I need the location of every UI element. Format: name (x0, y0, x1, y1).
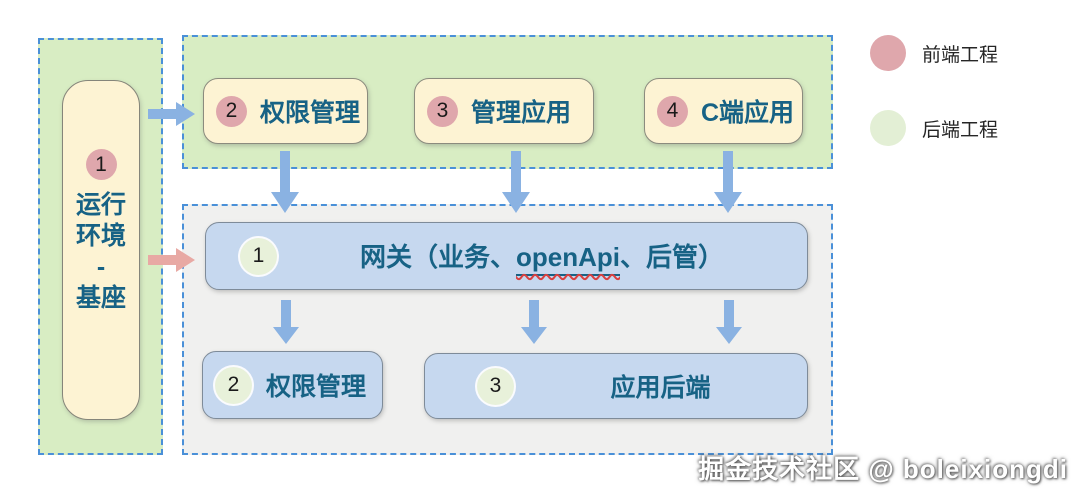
backend-number-badge: 3 (477, 367, 514, 405)
frontend-number-badge: 4 (657, 95, 688, 127)
frontend-node-label: 权限管理 (260, 99, 361, 127)
base-node-label-line: 运行 (75, 191, 126, 219)
arrow-base-to-frontend-icon (148, 101, 195, 127)
frontend-node-auth: 2 权限管理 (203, 78, 368, 144)
legend-label-backend: 后端工程 (922, 119, 999, 141)
arrow-admin-to-gateway-icon (502, 151, 530, 213)
base-node-label-line: - (96, 253, 106, 281)
arrow-gateway-to-appbackend-icon (521, 300, 547, 344)
frontend-number-badge: 3 (427, 95, 458, 127)
backend-number-badge: 2 (215, 366, 252, 404)
frontend-swatch-icon (870, 35, 906, 71)
watermark: 掘金技术社区 @ boleixiongdi (698, 454, 1068, 484)
backend-gateway-node: 1 网关（业务、openApi、后管） (205, 222, 808, 290)
legend-item-backend: 后端工程 (870, 110, 998, 146)
gateway-label-prefix: 网关（业务、 (359, 241, 516, 272)
frontend-node-admin-app: 3 管理应用 (414, 78, 594, 144)
backend-number-badge: 1 (240, 237, 277, 275)
legend-item-frontend: 前端工程 (870, 35, 998, 71)
frontend-node-label: 管理应用 (471, 99, 572, 127)
base-runtime-node: 1 运行 环境 - 基座 (62, 80, 140, 420)
backend-node-label: 权限管理 (266, 373, 367, 401)
legend-label-frontend: 前端工程 (922, 44, 999, 66)
arrow-auth-to-gateway-icon (271, 151, 299, 213)
arrow-capp-to-gateway-icon (714, 151, 742, 213)
arrow-gateway-to-auth-icon (273, 300, 299, 344)
arrow-gateway-to-appbackend2-icon (716, 300, 742, 344)
gateway-label-suffix: 、后管） (620, 241, 725, 272)
frontend-number-badge: 1 (85, 149, 117, 180)
frontend-node-c-app: 4 C端应用 (644, 78, 803, 144)
backend-swatch-icon (870, 110, 906, 146)
arrow-base-to-backend-icon (148, 247, 195, 273)
gateway-label-openapi: openApi (516, 242, 620, 276)
backend-node-app-backend: 3 应用后端 (424, 353, 808, 419)
backend-node-auth: 2 权限管理 (202, 351, 383, 419)
frontend-number-badge: 2 (216, 95, 247, 127)
base-node-label-line: 基座 (75, 284, 126, 312)
frontend-node-label: C端应用 (701, 99, 795, 127)
base-node-label-line: 环境 (75, 222, 126, 250)
backend-node-label: 应用后端 (610, 374, 711, 402)
gateway-node-label: 网关（业务、openApi、后管） (277, 237, 807, 276)
